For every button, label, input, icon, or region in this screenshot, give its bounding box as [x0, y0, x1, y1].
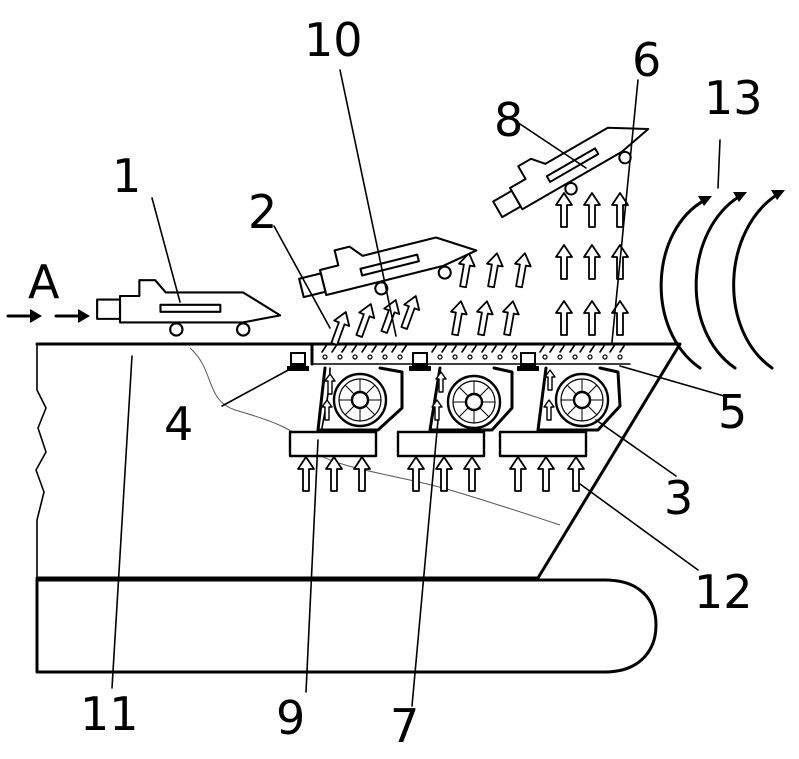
- label-A: A: [28, 255, 60, 309]
- fan-rotor: [334, 374, 608, 428]
- label-6: 6: [632, 33, 661, 87]
- label-8: 8: [494, 93, 523, 147]
- label-13: 13: [704, 71, 763, 125]
- label-5: 5: [718, 385, 747, 439]
- ship-lower-hull: [37, 580, 656, 672]
- label-3: 3: [664, 471, 693, 525]
- air-outlet-grid: [322, 346, 624, 359]
- label-9: 9: [276, 691, 305, 745]
- label-12: 12: [694, 565, 753, 619]
- label-10: 10: [304, 13, 363, 67]
- label-4: 4: [164, 397, 193, 451]
- label-2: 2: [248, 185, 277, 239]
- aircraft-on-deck: [97, 280, 280, 335]
- leader-lines: [112, 70, 724, 706]
- direction-arrows: [8, 309, 90, 323]
- wind-arcs: [661, 190, 785, 368]
- air-intake-box: [290, 432, 586, 456]
- intake-airflow-arrows: [298, 457, 584, 491]
- label-7: 7: [390, 699, 419, 753]
- label-11: 11: [80, 687, 139, 741]
- label-1: 1: [112, 149, 141, 203]
